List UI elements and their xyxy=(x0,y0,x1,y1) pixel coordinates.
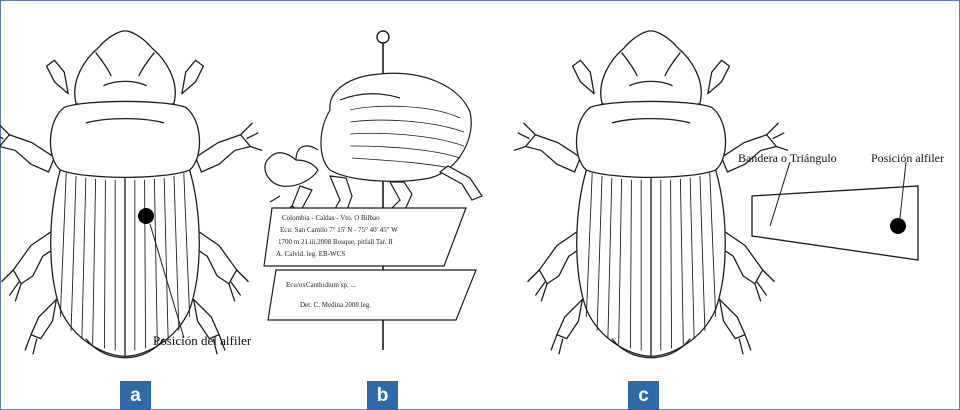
panel-badge-a: a xyxy=(120,381,151,410)
locality-line-4: A. Calvid. leg. EB-WCS xyxy=(276,250,345,258)
determination-line-1: Ecu/oxCanthidium sp. ... xyxy=(286,281,356,289)
pin-head xyxy=(377,31,389,43)
panel-badge-c: c xyxy=(628,381,659,410)
panel-c-pin-dot xyxy=(890,218,906,234)
pin-label: Posición alfiler xyxy=(871,151,944,165)
flag-label: Bandera o Triángulo xyxy=(738,151,837,165)
locality-line-1: Colombia - Caldas - Vto. O Bilbao xyxy=(282,214,380,222)
determination-line-2: Det. C. Medina 2008 leg. xyxy=(300,301,371,309)
panel-a-annotation: Posición del alfiler xyxy=(153,333,252,348)
locality-line-3: 1700 m 21.iii.2008 Bosque, pitfall Tar. … xyxy=(278,238,394,246)
locality-line-2: Ecu: San Camilo 7° 15' N - 75° 40' 45" W xyxy=(280,226,398,234)
determination-label-card xyxy=(268,270,476,320)
panel-a-pin-dot xyxy=(138,208,154,224)
panel-badge-b: b xyxy=(367,381,398,410)
